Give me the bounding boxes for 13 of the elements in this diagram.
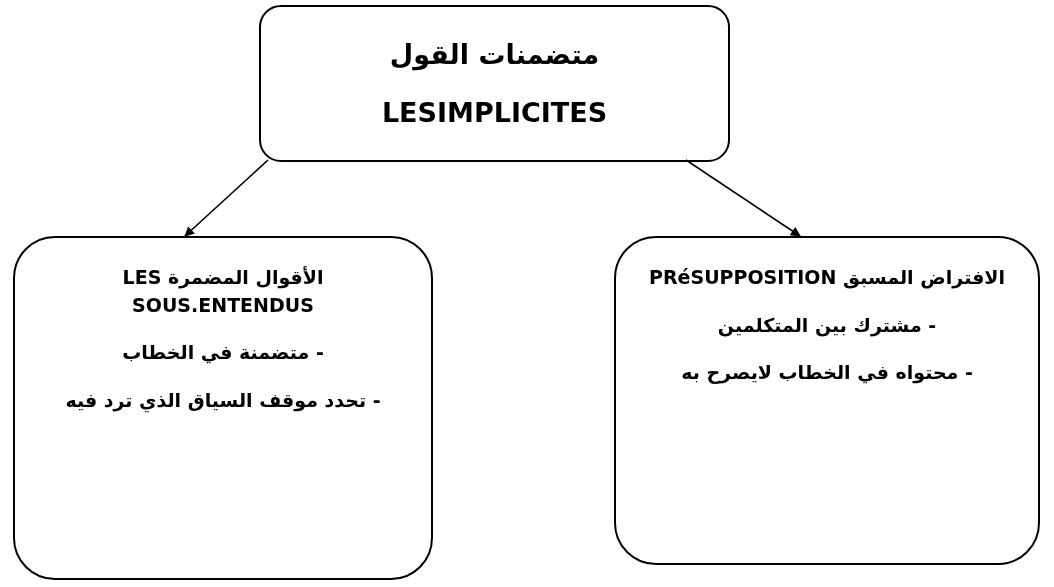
arrow <box>685 159 801 237</box>
bullet-text: - محتواه في الخطاب لايصرح به <box>681 360 973 386</box>
bullet-text: - مشترك بين المتكلمين <box>717 312 937 339</box>
box-heading: متضمنات القول <box>389 38 600 73</box>
arrow <box>184 159 269 237</box>
box-heading: الأقوال المضمرة LES SOUS.ENTENDUS <box>121 265 325 318</box>
bullet-text: - تحدد موقف السياق الذي ترد فيه <box>65 387 381 415</box>
bullet-text: - متضمنة في الخطاب <box>122 340 324 366</box>
rounded-box <box>614 236 1040 565</box>
bullet-text: LESIMPLICITES <box>381 95 608 130</box>
box-heading: الافتراض المسبق PRéSUPPOSITION <box>649 265 1005 291</box>
rounded-box <box>13 236 433 580</box>
rounded-box <box>259 5 730 162</box>
